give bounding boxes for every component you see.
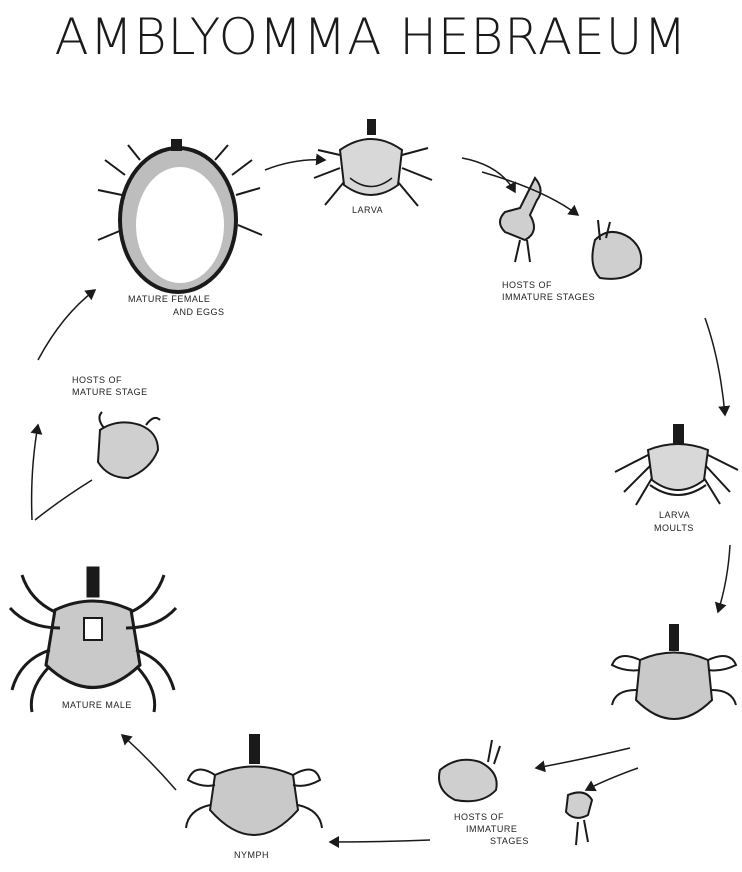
arrow-hosts-to-moult [705,318,725,415]
arrow-female-to-larva [265,160,325,170]
arrow-larva-to-bird [462,158,515,192]
tick-male-icon [10,568,176,712]
label-mature-male: MATURE MALE [62,700,132,710]
hare-icon [592,220,641,279]
label-hosts-mature-1: HOSTS OF [72,375,122,385]
label-larva-moults-1: LARVA [659,510,690,520]
label-hosts-immature-top-1: HOSTS OF [502,280,552,290]
label-hosts-mature-2: MATURE STAGE [72,387,148,397]
label-larva-top: LARVA [352,205,383,215]
bird-bottom-icon [566,792,592,845]
arrow-cow-to-female [38,290,95,360]
label-nymph: NYMPH [234,850,269,860]
arrow-nymph-to-hare [536,748,630,768]
cow-head-icon [98,412,160,478]
tick-larva-moult-icon [615,425,738,505]
arrow-hosts-to-nymph [330,840,430,842]
label-hosts-immature-bottom-3: STAGES [490,836,529,846]
label-larva-moults-2: MOULTS [654,523,694,533]
label-mature-female-2: AND EGGS [173,307,225,317]
arrow-nymph-to-bird [586,768,638,790]
arrow-nymph-to-male [122,735,176,790]
tick-nymph-right-icon [612,625,736,719]
label-hosts-immature-bottom-1: HOSTS OF [454,812,504,822]
tick-nymph-icon [186,735,322,835]
label-hosts-immature-top-2: IMMATURE STAGES [502,292,595,302]
label-hosts-immature-bottom-2: IMMATURE [466,824,517,834]
tick-female-icon [98,140,262,292]
arrow-male-to-cow [32,425,38,520]
arrow-moult-to-nymph [718,545,730,612]
label-mature-female-1: MATURE FEMALE [128,294,210,304]
arrow-male-branch [35,480,92,520]
tick-larva-icon [314,120,432,206]
hare-bottom-icon [439,740,500,801]
